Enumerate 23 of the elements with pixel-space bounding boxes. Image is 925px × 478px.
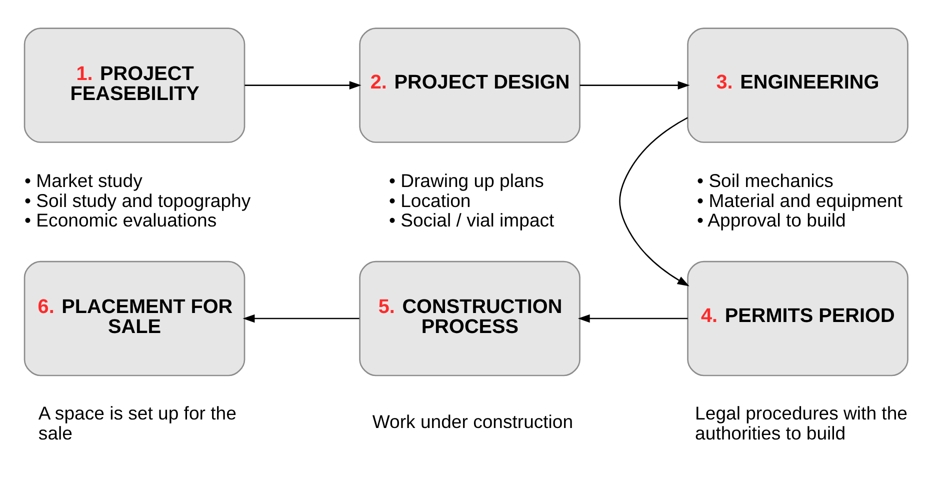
node-label: Legal procedures with the authorities to build bbox=[695, 402, 908, 444]
node-label: • Economic evaluations bbox=[24, 210, 217, 231]
node-box: 4. PERMITS PERIOD bbox=[687, 260, 908, 376]
node-label: A space is set up for the sale bbox=[38, 402, 236, 444]
node-label: • Soil study and topography bbox=[24, 190, 251, 211]
arrow bbox=[244, 81, 362, 90]
node-box: 3. ENGINEERING bbox=[687, 28, 908, 143]
node-label: • Soil mechanics bbox=[697, 170, 834, 191]
arrow bbox=[580, 81, 690, 90]
node-box: 6. PLACEMENT FOR SALE bbox=[24, 260, 246, 376]
arrow bbox=[619, 117, 690, 286]
arrow bbox=[242, 314, 360, 323]
node-label: • Material and equipment bbox=[697, 190, 903, 211]
node-box: 2. PROJECT DESIGN bbox=[359, 28, 580, 143]
arrow bbox=[578, 314, 688, 323]
node-label: • Drawing up plans bbox=[388, 170, 544, 191]
node-box: 1. PROJECT FEASEBILITY bbox=[24, 28, 246, 143]
node-label: • Location bbox=[388, 190, 471, 211]
node-label: • Social / vial impact bbox=[388, 210, 554, 231]
node-label: • Market study bbox=[24, 170, 142, 191]
node-label: • Approval to build bbox=[697, 210, 846, 231]
node-label: Work under construction bbox=[372, 411, 574, 432]
node-box: 5. CONSTRUCTION PROCESS bbox=[359, 260, 580, 376]
